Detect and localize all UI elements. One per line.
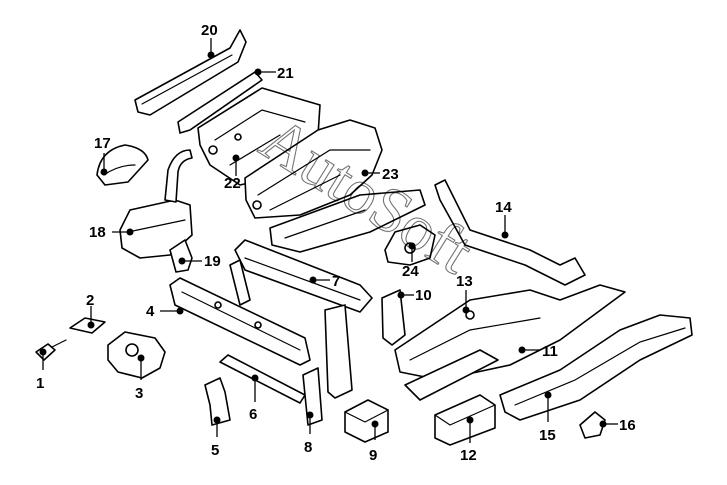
callout-20: 20 bbox=[201, 22, 218, 59]
callout-label-10: 10 bbox=[415, 287, 432, 304]
callout-label-9: 9 bbox=[369, 447, 377, 464]
callout-label-6: 6 bbox=[249, 406, 257, 423]
part-23-dash-panel-upper bbox=[244, 119, 383, 219]
callout-label-17: 17 bbox=[94, 135, 111, 152]
part-8-side-bracket bbox=[302, 367, 323, 426]
part-20-cowl-strip bbox=[134, 29, 247, 116]
callout-3: 3 bbox=[135, 354, 145, 402]
callout-8: 8 bbox=[304, 411, 314, 456]
part-19-washer-pump bbox=[169, 239, 193, 273]
callout-label-11: 11 bbox=[542, 343, 558, 360]
callout-label-1: 1 bbox=[36, 375, 44, 392]
callout-label-3: 3 bbox=[135, 385, 143, 402]
callout-12: 12 bbox=[460, 416, 477, 464]
part-12-lower-rail bbox=[404, 349, 499, 446]
part-18-washer-reservoir bbox=[119, 149, 193, 259]
callout-17: 17 bbox=[94, 135, 111, 176]
callout-9: 9 bbox=[369, 420, 379, 464]
callout-label-23: 23 bbox=[382, 166, 399, 183]
callout-14: 14 bbox=[495, 199, 512, 239]
callout-19: 19 bbox=[178, 253, 221, 270]
callout-7: 7 bbox=[309, 273, 340, 290]
callout-24: 24 bbox=[402, 242, 419, 280]
callout-11: 11 bbox=[518, 343, 558, 360]
callout-2: 2 bbox=[86, 292, 95, 329]
callout-label-13: 13 bbox=[456, 273, 473, 290]
callout-18: 18 bbox=[89, 224, 134, 241]
callout-label-21: 21 bbox=[277, 65, 294, 82]
callout-23: 23 bbox=[361, 166, 399, 183]
part-16-clip bbox=[579, 411, 606, 439]
callout-label-4: 4 bbox=[146, 303, 155, 320]
callout-10: 10 bbox=[397, 287, 432, 304]
part-7-upper-tie-bar bbox=[234, 239, 373, 313]
callout-label-24: 24 bbox=[402, 263, 419, 280]
part-4-lower-tie-bar bbox=[169, 277, 311, 366]
part-3-mount bbox=[107, 331, 166, 379]
callout-4: 4 bbox=[146, 303, 184, 320]
part-14-upper-rail bbox=[434, 179, 586, 286]
callout-1: 1 bbox=[36, 348, 47, 392]
callout-15: 15 bbox=[539, 391, 556, 444]
part-10-side-panel bbox=[381, 289, 406, 346]
part-9-block bbox=[344, 399, 389, 443]
callout-label-19: 19 bbox=[204, 253, 221, 270]
callout-label-5: 5 bbox=[211, 442, 219, 459]
part-2-pad bbox=[69, 317, 106, 334]
part-5-bracket bbox=[204, 377, 231, 426]
callout-label-8: 8 bbox=[304, 439, 312, 456]
callout-22: 22 bbox=[224, 154, 241, 192]
part-21-cowl-reinforcement bbox=[177, 71, 263, 134]
callout-label-22: 22 bbox=[224, 175, 241, 192]
callout-5: 5 bbox=[211, 416, 221, 459]
callout-label-15: 15 bbox=[539, 427, 556, 444]
callout-label-20: 20 bbox=[201, 22, 218, 39]
part-floor-plate bbox=[269, 189, 426, 253]
part-6-lower-reinforcement bbox=[219, 354, 306, 404]
callout-6: 6 bbox=[249, 374, 259, 423]
callout-21: 21 bbox=[254, 65, 294, 82]
callout-16: 16 bbox=[599, 417, 636, 434]
callout-label-2: 2 bbox=[86, 292, 94, 309]
callout-label-16: 16 bbox=[619, 417, 636, 434]
part-radiator-support-frame bbox=[229, 259, 353, 399]
callout-13: 13 bbox=[456, 273, 473, 314]
callout-label-7: 7 bbox=[332, 273, 340, 290]
callout-label-12: 12 bbox=[460, 447, 477, 464]
callout-label-14: 14 bbox=[495, 199, 512, 216]
callout-label-18: 18 bbox=[89, 224, 106, 241]
